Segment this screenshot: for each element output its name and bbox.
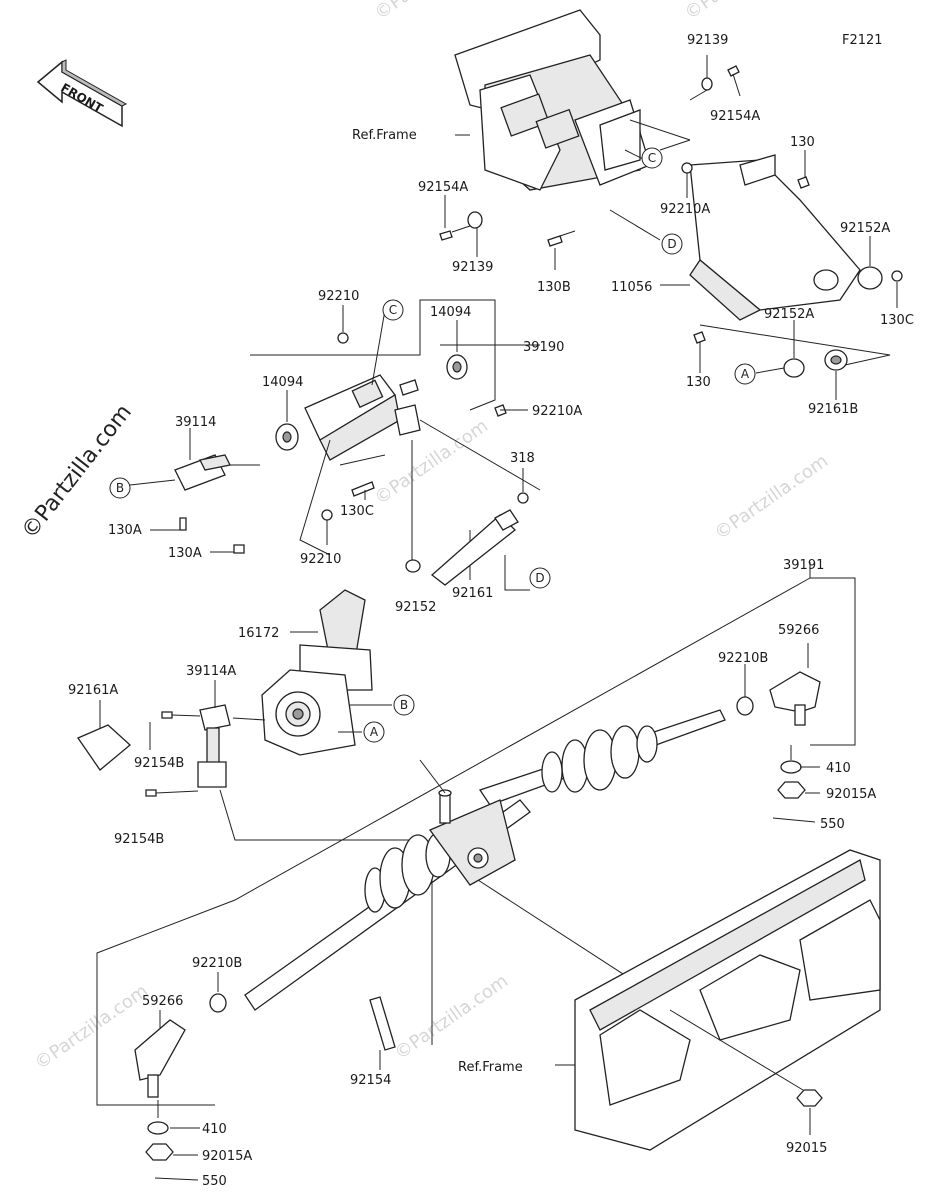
label-130A: 130A [168,546,202,561]
label-92154A: 92154A [710,109,760,124]
label-14094: 14094 [262,375,303,390]
label-16172: 16172 [238,626,279,641]
label-39190: 39190 [523,340,564,355]
callout-a [734,363,756,385]
label-92015A: 92015A [826,787,876,802]
lower-frame [555,849,881,1151]
label-39114A: 39114A [186,664,236,679]
label-92161: 92161 [452,586,493,601]
tie-rod-ends [134,643,821,1181]
diagram-code: F2121 [842,33,883,48]
label-39114: 39114 [175,415,216,430]
label-550: 550 [202,1174,227,1189]
label-11056: 11056 [611,280,652,295]
label-410: 410 [826,761,851,776]
watermark: ©Partzilla.com [371,0,492,24]
watermark: ©Partzilla.com [31,981,152,1075]
label-92210A: 92210A [660,202,710,217]
label-92152: 92152 [395,600,436,615]
link-arm [405,509,519,586]
label-92154: 92154 [350,1073,391,1088]
svg-text:A: A [370,725,379,739]
watermark: ©Partzilla.com [681,0,802,24]
label-ref-frame: Ref.Frame [458,1060,523,1075]
steering-column [174,299,540,554]
label-410: 410 [202,1122,227,1137]
svg-text:D: D [667,237,676,251]
label-92139: 92139 [687,33,728,48]
steering-rack [96,562,856,1106]
label-130: 130 [790,135,815,150]
watermark: ©Partzilla.com [391,971,512,1065]
label-130A: 130A [108,523,142,538]
column-leaders [129,305,541,591]
label-92015: 92015 [786,1141,827,1156]
label-92161A: 92161A [68,683,118,698]
svg-text:C: C [389,303,397,317]
callout-d [661,233,683,255]
eps-motor [261,589,392,756]
label-92015A: 92015A [202,1149,252,1164]
watermark: ©Partzilla.com [711,451,832,545]
label-92152A: 92152A [764,307,814,322]
top-hardware [439,65,903,378]
label-92210B: 92210B [718,651,768,666]
lower-u-joint [77,680,420,841]
label-59266: 59266 [778,623,819,638]
label-130C: 130C [880,313,914,328]
top-leaders [444,55,898,400]
label-92152A: 92152A [840,221,890,236]
label-92154B: 92154B [114,832,164,847]
callouts-mid: C B D [109,299,551,589]
label-550: 550 [820,817,845,832]
label-318: 318 [510,451,535,466]
label-59266: 59266 [142,994,183,1009]
label-92139: 92139 [452,260,493,275]
label-14094: 14094 [430,305,471,320]
svg-text:D: D [535,571,544,585]
label-92210: 92210 [300,552,341,567]
svg-text:B: B [400,698,408,712]
callouts-top: C D A [641,147,756,385]
upper-frame [454,9,861,321]
label-92161B: 92161B [808,402,858,417]
right-boot [541,725,658,793]
callout-c [641,147,663,169]
label-92210B: 92210B [192,956,242,971]
label-130C: 130C [340,504,374,519]
svg-text:C: C [648,151,656,165]
label-92210: 92210 [318,289,359,304]
label-130B: 130B [537,280,571,295]
label-39191: 39191 [783,558,824,573]
label-ref-frame: Ref.Frame [352,128,417,143]
label-92154A: 92154A [418,180,468,195]
label-92154B: 92154B [134,756,184,771]
part-labels: 92139 92154A Ref.Frame 130 92154A 92210A… [68,33,914,1189]
svg-text:B: B [116,481,124,495]
front-arrow-icon: FRONT [36,59,128,128]
label-130: 130 [686,375,711,390]
svg-text:A: A [741,367,750,381]
label-92210A: 92210A [532,404,582,419]
watermark: ©Partzilla.com [371,416,492,510]
callouts-motor: B A [363,694,415,743]
